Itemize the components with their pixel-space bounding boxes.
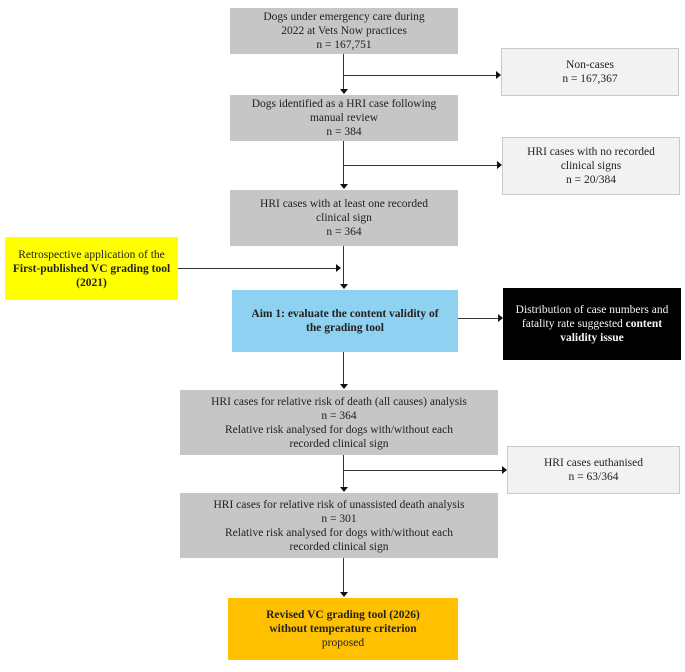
box-text-normal: Retrospective application of the <box>18 248 165 261</box>
box-line: HRI cases euthanised <box>544 457 643 469</box>
box-line: clinical signs <box>560 160 622 172</box>
arrowhead-down-icon <box>340 184 348 189</box>
arrow-retrospective-to-flow <box>178 268 336 269</box>
box-line: clinical sign <box>316 212 372 224</box>
box-line: without temperature criterion <box>269 623 417 635</box>
arrowhead-right-icon <box>496 71 501 79</box>
box-non-cases: Non-cases n = 167,367 <box>501 48 679 96</box>
box-line: Relative risk analysed for dogs with/wit… <box>224 423 454 436</box>
arrowhead-down-icon <box>340 284 348 289</box>
arrowhead-right-icon <box>497 161 502 169</box>
box-text-bold: content validity issue <box>560 318 663 344</box>
arrow-signs-to-aim1 <box>343 246 344 285</box>
arrow-aim1-to-validity <box>458 318 498 319</box>
arrowhead-down-icon <box>340 384 348 389</box>
arrow-branch-no-signs <box>343 165 497 166</box>
box-line: manual review <box>309 112 378 124</box>
box-text: Distribution of case numbers and fatalit… <box>509 303 675 345</box>
box-text-normal: Distribution of case numbers and fatalit… <box>515 304 669 330</box>
box-retrospective-tool: Retrospective application of the First-p… <box>5 237 178 300</box>
box-line: Dogs under emergency care during <box>263 11 425 23</box>
box-line: the grading tool <box>306 322 384 334</box>
box-line: recorded clinical sign <box>289 437 389 450</box>
box-rr-all-causes: HRI cases for relative risk of death (al… <box>180 390 498 455</box>
box-line: n = 364 <box>321 409 357 422</box>
box-emergency-care: Dogs under emergency care during 2022 at… <box>230 8 458 54</box>
arrow-identified-to-signs <box>343 141 344 185</box>
box-hri-identified: Dogs identified as a HRI case following … <box>230 95 458 141</box>
box-line: HRI cases with no recorded <box>527 146 655 158</box>
arrow-rr-all-to-unassisted <box>343 455 344 488</box>
box-at-least-one-sign: HRI cases with at least one recorded cli… <box>230 190 458 246</box>
box-line: Revised VC grading tool (2026) <box>266 609 420 621</box>
box-line: recorded clinical sign <box>289 540 389 553</box>
arrowhead-right-icon <box>502 466 507 474</box>
box-line: n = 167,751 <box>316 39 372 51</box>
box-euthanised: HRI cases euthanised n = 63/364 <box>507 446 680 494</box>
arrowhead-down-icon <box>340 89 348 94</box>
box-line: HRI cases for relative risk of unassiste… <box>213 498 465 511</box>
box-line: n = 20/384 <box>566 174 616 186</box>
box-line: Non-cases <box>566 59 614 71</box>
box-revised-tool: Revised VC grading tool (2026) without t… <box>228 598 458 660</box>
box-line: n = 301 <box>321 512 357 525</box>
box-line: proposed <box>321 637 365 649</box>
box-line: Aim 1: evaluate the content validity of <box>251 308 439 320</box>
box-line: n = 364 <box>326 226 362 238</box>
box-content-validity: Distribution of case numbers and fatalit… <box>503 288 681 360</box>
box-text-bold: First-published VC grading tool (2021) <box>12 262 171 289</box>
box-line: Relative risk analysed for dogs with/wit… <box>224 526 454 539</box>
box-no-recorded-signs: HRI cases with no recorded clinical sign… <box>502 137 680 195</box>
box-line: HRI cases for relative risk of death (al… <box>211 395 467 408</box>
box-aim1: Aim 1: evaluate the content validity of … <box>232 290 458 352</box>
box-text: Retrospective application of the First-p… <box>12 248 171 290</box>
arrow-emergency-to-identified <box>343 54 344 90</box>
box-line: n = 167,367 <box>562 73 618 85</box>
box-line: HRI cases with at least one recorded <box>260 198 428 210</box>
arrow-branch-euthanised <box>343 470 502 471</box>
box-line: Dogs identified as a HRI case following <box>251 98 437 110</box>
arrowhead-right-icon <box>498 314 503 322</box>
box-line: n = 63/364 <box>568 471 619 483</box>
arrowhead-down-icon <box>340 592 348 597</box>
arrow-unassisted-to-revised <box>343 558 344 593</box>
arrowhead-down-icon <box>340 487 348 492</box>
box-rr-unassisted: HRI cases for relative risk of unassiste… <box>180 493 498 558</box>
box-line: 2022 at Vets Now practices <box>281 25 407 37</box>
arrowhead-right-icon <box>336 264 341 272</box>
arrow-aim1-to-rr-all <box>343 352 344 385</box>
arrow-branch-non-cases <box>343 75 496 76</box>
box-line: n = 384 <box>326 126 362 138</box>
